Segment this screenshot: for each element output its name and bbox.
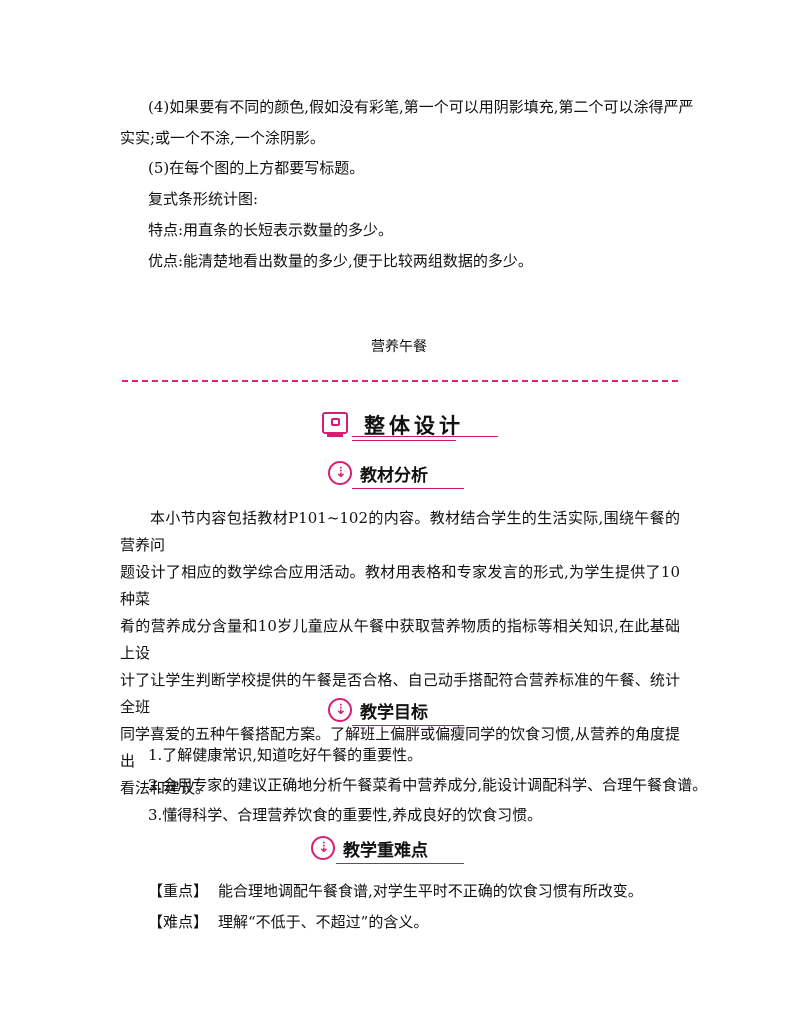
monitor-icon bbox=[322, 412, 348, 434]
analysis-paragraph: 本小节内容包括教材P101~102的内容。教材结合学生的生活实际,围绕午餐的营养… bbox=[120, 505, 680, 802]
difficulty-label: 【难点】 bbox=[148, 913, 209, 931]
section-underline bbox=[352, 436, 498, 437]
analysis-line: 肴的营养成分含量和10岁儿童应从午餐中获取营养物质的指标等相关知识,在此基础上设 bbox=[120, 617, 680, 662]
compound-chart-title: 复式条形统计图: bbox=[148, 190, 259, 208]
analysis-line: 计了让学生判断学校提供的午餐是否合格、自己动手搭配符合营养标准的午餐、统计全班 bbox=[120, 671, 680, 716]
lesson-title: 营养午餐 bbox=[371, 339, 427, 355]
download-arrow-icon: ⇣ bbox=[328, 698, 352, 722]
analysis-line: 同学喜爱的五种午餐搭配方案。了解班上偏胖或偏瘦同学的饮食习惯,从营养的角度提出 bbox=[120, 725, 680, 770]
objective-item: 2.会用专家的建议正确地分析午餐菜肴中营养成分,能设计调配科学、合理午餐食谱。 bbox=[148, 776, 708, 794]
item4-line2: 实实;或一个不涂,一个涂阴影。 bbox=[120, 129, 325, 147]
difficulty-text: 理解“不低于、不超过”的含义。 bbox=[218, 913, 429, 931]
keypoints-underline bbox=[336, 863, 464, 864]
download-arrow-icon: ⇣ bbox=[328, 461, 352, 485]
section-underline-2 bbox=[352, 440, 456, 441]
download-arrow-icon: ⇣ bbox=[311, 836, 335, 860]
objectives-underline bbox=[352, 725, 464, 726]
item5: (5)在每个图的上方都要写标题。 bbox=[148, 159, 365, 177]
feature-text: 特点:用直条的长短表示数量的多少。 bbox=[148, 221, 394, 239]
dashed-divider bbox=[122, 380, 678, 382]
objective-item: 3.懂得科学、合理营养饮食的重要性,养成良好的饮食习惯。 bbox=[148, 806, 543, 824]
focus-text: 能合理地调配午餐食谱,对学生平时不正确的饮食习惯有所改变。 bbox=[218, 882, 643, 900]
monitor-stand bbox=[327, 434, 343, 437]
objectives-heading: 教学目标 bbox=[360, 703, 428, 723]
item4-line1: (4)如果要有不同的颜色,假如没有彩笔,第一个可以用阴影填充,第二个可以涂得严严 bbox=[148, 98, 694, 116]
objective-item: 1.了解健康常识,知道吃好午餐的重要性。 bbox=[148, 746, 423, 764]
analysis-line: 题设计了相应的数学综合应用活动。教材用表格和专家发言的形式,为学生提供了10种菜 bbox=[120, 563, 680, 608]
advantage-text: 优点:能清楚地看出数量的多少,便于比较两组数据的多少。 bbox=[148, 252, 533, 270]
analysis-line: 本小节内容包括教材P101~102的内容。教材结合学生的生活实际,围绕午餐的营养… bbox=[120, 509, 680, 554]
analysis-heading: 教材分析 bbox=[360, 466, 428, 486]
analysis-underline bbox=[352, 488, 464, 489]
focus-label: 【重点】 bbox=[148, 882, 209, 900]
analysis-line: 看法和建议。 bbox=[120, 779, 211, 797]
section-title: 整体设计 bbox=[364, 414, 464, 438]
keypoints-heading: 教学重难点 bbox=[343, 841, 428, 861]
